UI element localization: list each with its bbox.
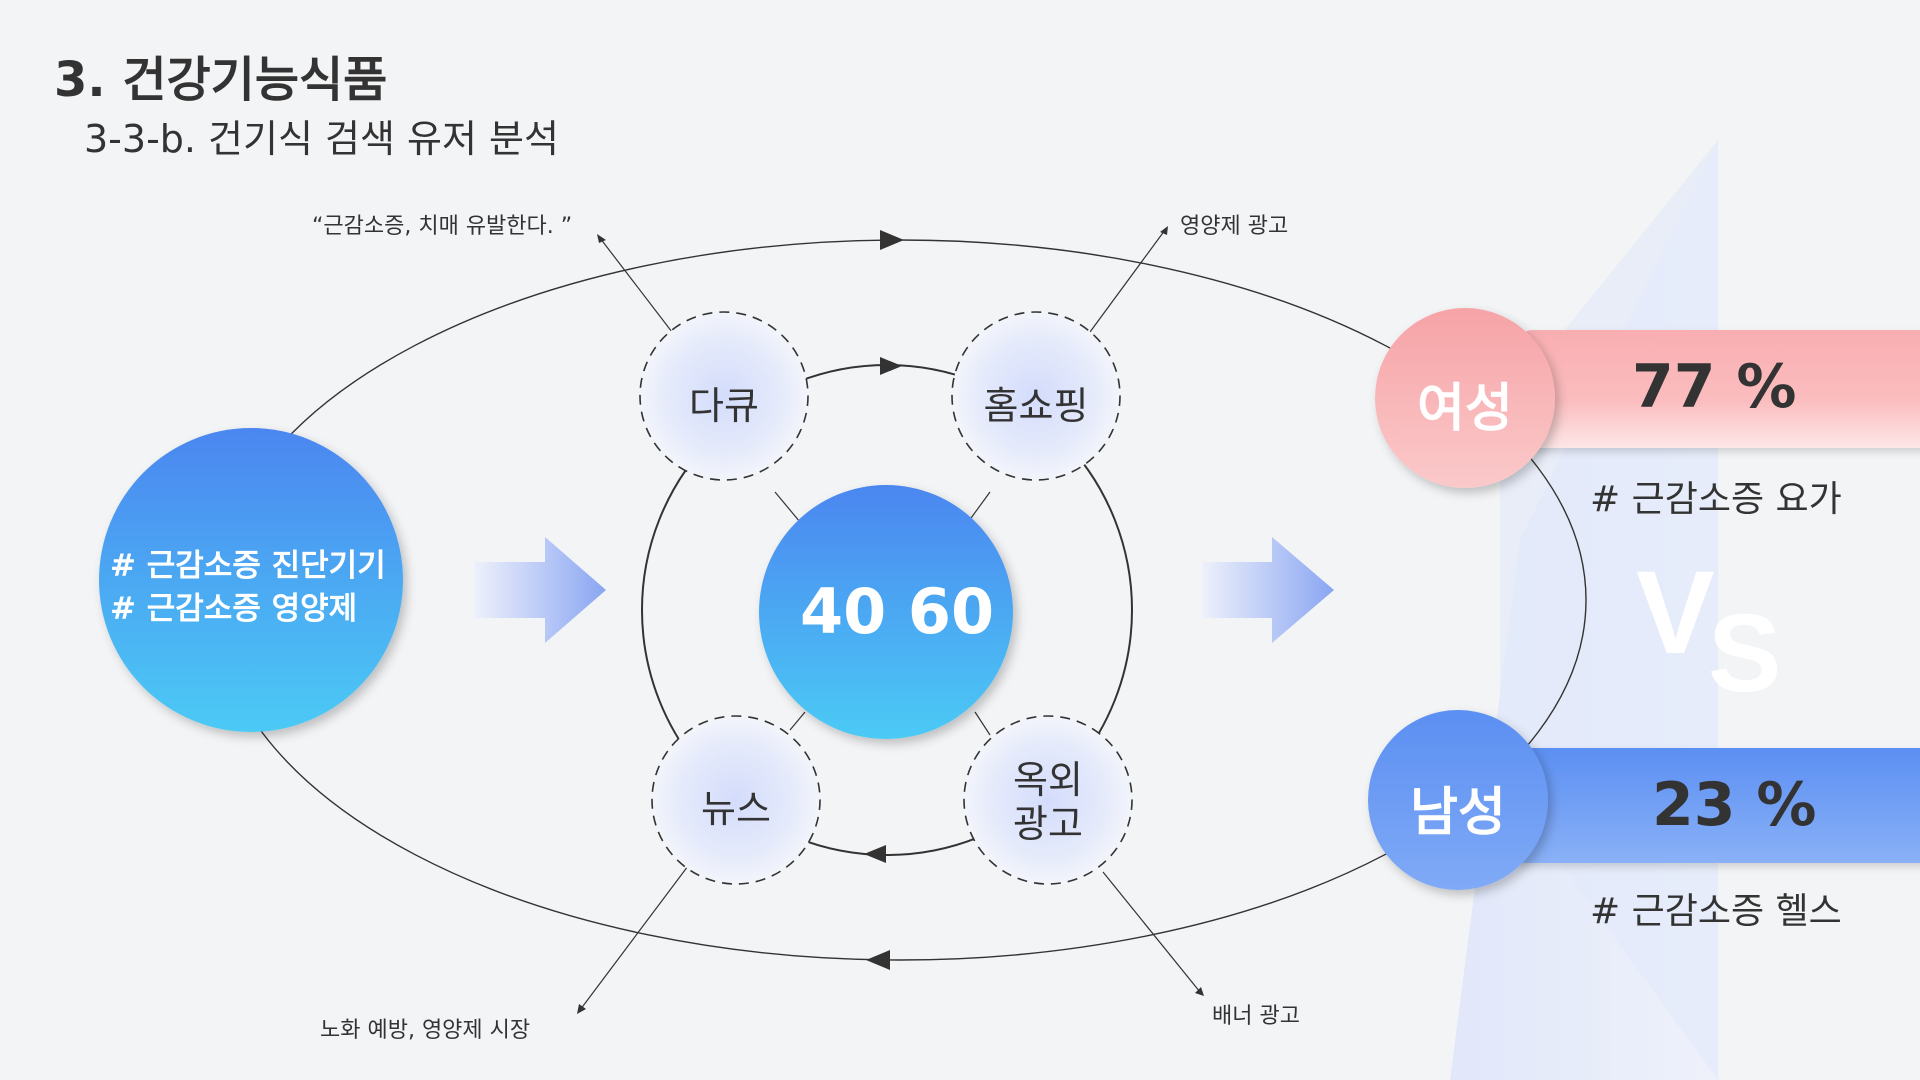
spoke-news bbox=[789, 711, 806, 731]
outdoor-note-arrowhead bbox=[1195, 987, 1204, 996]
male-percent-bar bbox=[1515, 748, 1920, 863]
left-circle-text: # 근감소증 진단기기 # 근감소증 영양제 bbox=[110, 545, 386, 631]
node-label-home-shopping: 홈쇼핑 bbox=[983, 384, 1089, 428]
news-note-line bbox=[579, 865, 689, 1011]
inner-arrow-bottom bbox=[864, 845, 886, 863]
male-circle bbox=[1368, 710, 1548, 890]
homeshop-note-arrowhead bbox=[1160, 226, 1168, 235]
male-percent: 23 % bbox=[1652, 770, 1817, 840]
spoke-outdoor bbox=[974, 711, 991, 736]
outer-arrow-top bbox=[880, 230, 904, 250]
page-subtitle: 3-3-b. 건기식 검색 유저 분석 bbox=[84, 117, 559, 161]
outdoor-note: 배너 광고 bbox=[1212, 1004, 1300, 1029]
center-label: 40 60 bbox=[800, 575, 995, 648]
homeshop-note-line bbox=[1089, 229, 1166, 333]
female-percent-bar bbox=[1520, 330, 1920, 448]
female-label: 여성 bbox=[1417, 379, 1513, 439]
documentary-quote: “근감소증, 치매 유발한다. ” bbox=[312, 214, 573, 239]
page-title: 3. 건강기능식품 bbox=[54, 52, 388, 108]
flow-arrow-right bbox=[1202, 537, 1334, 643]
female-circle bbox=[1375, 308, 1555, 488]
vs-letter-s: S bbox=[1708, 592, 1782, 715]
node-label-outdoor-line-1: 옥외 bbox=[1013, 758, 1083, 802]
doc-note-arrowhead bbox=[597, 234, 606, 243]
home-shopping-note: 영양제 광고 bbox=[1180, 214, 1289, 239]
node-label-outdoor-ad: 옥외 광고 bbox=[988, 758, 1108, 846]
outdoor-note-line bbox=[1102, 871, 1201, 993]
female-percent: 77 % bbox=[1632, 352, 1797, 422]
female-hashtag: # 근감소증 요가 bbox=[1590, 479, 1842, 520]
node-outdoor-ad bbox=[963, 715, 1133, 885]
flow-arrow-left bbox=[474, 537, 606, 643]
news-note-arrowhead bbox=[577, 1004, 586, 1014]
node-home-shopping bbox=[951, 311, 1121, 481]
outer-arrow-bottom bbox=[866, 950, 890, 970]
node-label-outdoor-line-2: 광고 bbox=[1013, 802, 1083, 846]
node-label-documentary: 다큐 bbox=[689, 384, 759, 428]
news-note: 노화 예방, 영양제 시장 bbox=[320, 1018, 531, 1043]
node-news bbox=[651, 715, 821, 885]
left-circle-line-2: # 근감소증 영양제 bbox=[110, 591, 358, 627]
center-circle bbox=[759, 485, 1013, 739]
left-keyword-circle bbox=[99, 428, 403, 732]
vs-letter-v: V bbox=[1636, 547, 1715, 679]
node-label-news: 뉴스 bbox=[701, 787, 771, 831]
inner-arrow-top bbox=[880, 357, 902, 375]
node-documentary bbox=[639, 311, 809, 481]
left-circle-line-1: # 근감소증 진단기기 bbox=[110, 548, 386, 584]
male-hashtag: # 근감소증 헬스 bbox=[1590, 891, 1842, 932]
doc-note-line bbox=[599, 237, 673, 333]
male-label: 남성 bbox=[1410, 783, 1506, 843]
